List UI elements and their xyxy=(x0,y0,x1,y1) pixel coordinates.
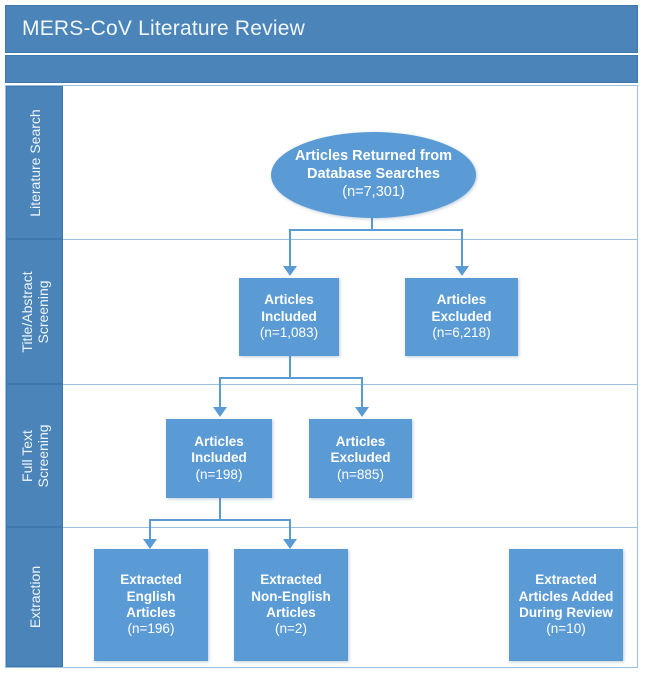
arrowhead-ta-excluded xyxy=(455,266,469,276)
title-bar: MERS-CoV Literature Review xyxy=(5,5,638,53)
subtitle-bar xyxy=(5,55,638,83)
node-extracted-non-english-articles-line1: Extracted xyxy=(260,572,322,588)
node-extracted-non-english-articles[interactable]: Extracted Non-English Articles (n=2) xyxy=(234,549,348,661)
connector-to-ex-english xyxy=(149,519,151,542)
arrowhead-ft-included xyxy=(213,407,227,417)
node-extracted-english-articles-line2: English xyxy=(126,588,176,604)
row-divider-2 xyxy=(63,384,637,385)
node-ft-articles-included[interactable]: Articles Included (n=198) xyxy=(166,419,272,498)
node-extracted-articles-added-during-review[interactable]: Extracted Articles Added During Review (… xyxy=(509,549,623,661)
node-ft-articles-included-count: (n=198) xyxy=(195,466,243,482)
node-extracted-non-english-articles-count: (n=2) xyxy=(275,621,307,637)
row-divider-3 xyxy=(63,527,637,528)
node-articles-returned-line2: Database Searches xyxy=(307,166,440,183)
node-ft-articles-excluded[interactable]: Articles Excluded (n=885) xyxy=(309,419,412,498)
node-ft-articles-included-line1: Articles xyxy=(194,433,244,449)
node-extracted-non-english-articles-line3: Articles xyxy=(266,605,316,620)
stage-extraction: Extraction xyxy=(6,527,63,667)
connector-to-ta-excluded xyxy=(461,229,463,269)
node-ta-articles-excluded-line2: Excluded xyxy=(431,308,492,324)
stage-title-abstract-screening-label: Title/Abstract Screening xyxy=(18,270,51,353)
node-ta-articles-included-count: (n=1,083) xyxy=(259,325,319,341)
connector-to-ta-included xyxy=(289,229,291,269)
node-extracted-english-articles[interactable]: Extracted English Articles (n=196) xyxy=(94,549,208,661)
node-articles-returned-line1: Articles Returned from xyxy=(294,148,453,165)
node-extracted-articles-added-line1: Extracted xyxy=(535,572,597,588)
node-ta-articles-excluded-count: (n=6,218) xyxy=(432,325,491,341)
node-ft-articles-excluded-count: (n=885) xyxy=(337,466,384,482)
node-articles-returned[interactable]: Articles Returned from Database Searches… xyxy=(271,132,476,218)
stage-literature-search-label: Literature Search xyxy=(26,108,43,217)
stage-full-text-screening: Full Text Screening xyxy=(6,384,63,527)
node-extracted-non-english-articles-line2: Non-English xyxy=(251,588,331,604)
node-ta-articles-excluded-line1: Articles xyxy=(436,292,487,308)
connector-split-1-bar xyxy=(289,229,463,231)
connector-returned-stem xyxy=(371,217,373,230)
arrowhead-ft-excluded xyxy=(355,407,369,417)
connector-to-ft-excluded xyxy=(361,377,363,410)
node-ta-articles-included[interactable]: Articles Included (n=1,083) xyxy=(239,278,339,356)
node-ft-articles-excluded-line2: Excluded xyxy=(330,450,391,466)
connector-to-ex-nonenglish xyxy=(289,519,291,542)
arrowhead-ta-included xyxy=(283,266,297,276)
node-articles-returned-count: (n=7,301) xyxy=(342,183,405,200)
page-title: MERS-CoV Literature Review xyxy=(22,17,305,40)
connector-to-ft-included xyxy=(219,377,221,410)
flowchart-panel: Literature Search Title/Abstract Screeni… xyxy=(5,85,638,668)
connector-split-3-bar xyxy=(149,519,291,521)
connector-split-2-bar xyxy=(219,377,363,379)
connector-ft-included-stem xyxy=(219,498,221,520)
arrowhead-ex-nonenglish xyxy=(283,539,297,549)
stage-full-text-screening-label: Full Text Screening xyxy=(18,423,51,488)
node-extracted-articles-added-line2: Articles Added xyxy=(518,588,614,604)
node-extracted-english-articles-line3: Articles xyxy=(126,605,176,620)
node-ta-articles-included-line1: Articles xyxy=(264,292,314,308)
stage-title-abstract-screening: Title/Abstract Screening xyxy=(6,239,63,384)
node-extracted-articles-added-line3: During Review xyxy=(519,605,613,620)
stage-extraction-label: Extraction xyxy=(26,565,43,629)
node-ft-articles-included-line2: Included xyxy=(191,450,247,466)
node-extracted-english-articles-line1: Extracted xyxy=(120,572,182,588)
node-ta-articles-excluded[interactable]: Articles Excluded (n=6,218) xyxy=(405,278,518,356)
connector-ta-included-stem xyxy=(289,356,291,379)
arrowhead-ex-english xyxy=(143,539,157,549)
row-divider-1 xyxy=(63,239,637,240)
node-ft-articles-excluded-line1: Articles xyxy=(335,433,386,449)
node-ta-articles-included-line2: Included xyxy=(261,308,317,324)
stage-literature-search: Literature Search xyxy=(6,86,63,239)
node-extracted-english-articles-count: (n=196) xyxy=(127,621,175,637)
node-extracted-articles-added-count: (n=10) xyxy=(546,621,586,637)
